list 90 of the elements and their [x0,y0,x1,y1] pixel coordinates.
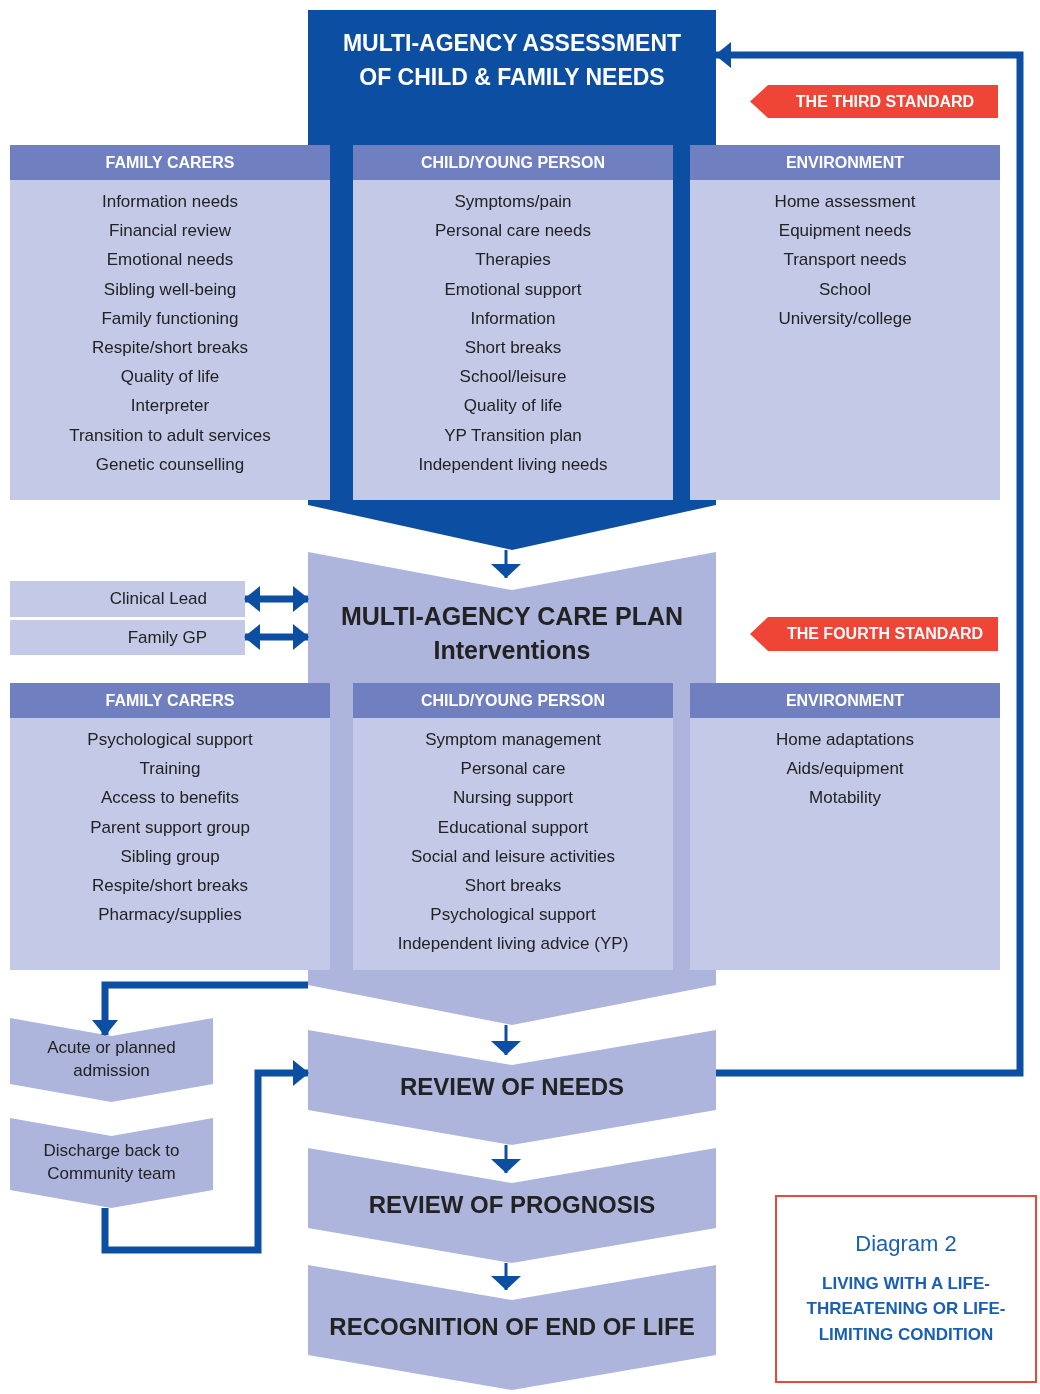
list-item: Sibling group [120,845,220,868]
down-arrow [491,550,521,578]
list-item: Sibling well-being [103,278,237,301]
chevron-block [308,1148,716,1263]
down-arrow [491,1263,521,1290]
caption-box [775,1195,1037,1383]
block-label: MULTI-AGENCY CARE PLAN [339,601,685,632]
connector-arrow [92,981,308,1036]
list-item: University/college [778,307,912,330]
block-label: REVIEW OF PROGNOSIS [367,1190,657,1221]
block-label: RECOGNITION OF END OF LIFE [328,1312,696,1343]
list-item: Short breaks [464,875,562,897]
list-item: Access to benefits [101,787,239,810]
list-item: Financial review [109,220,231,243]
down-arrow [491,1145,521,1173]
list-item: Interpreter [130,395,210,418]
list-item: Symptom management [425,729,601,751]
standard-tag [750,617,998,651]
role-box [10,581,245,617]
category-panel [690,683,1000,970]
list-item: Family functioning [101,307,239,330]
list-item: Respite/short breaks [92,875,248,897]
tag-label: THE FOURTH STANDARD [785,624,985,644]
list-item: Home adaptations [776,729,914,751]
list-item: Transport needs [783,249,907,272]
diagram-subtitle: LIVING WITH A LIFE-THREATENING OR LIFE-LIMITING CONDITION [806,1272,1006,1346]
list-item: Parent support group [90,816,250,839]
connector-arrow [101,1060,309,1254]
list-item: Therapies [475,249,551,272]
chevron-block [10,1118,213,1208]
block-label: Discharge back to Community team [42,1140,181,1185]
list-item: Nursing support [453,787,573,810]
category-panel [690,145,1000,500]
panel-header: CHILD/YOUNG PERSON [353,683,673,718]
chevron-block [10,1018,213,1102]
list-item: Respite/short breaks [92,337,248,359]
list-item: Independent living advice (YP) [397,933,629,956]
category-panel [353,145,673,500]
role-box [10,620,245,655]
list-item: Motability [809,787,881,810]
chevron-block [308,1265,716,1390]
category-panel [10,683,330,970]
list-item: Psychological support [87,729,253,751]
list-item: Personal care needs [435,220,591,243]
list-item: Short breaks [464,337,562,359]
list-item: School/leisure [459,366,567,389]
panel-header: ENVIRONMENT [690,683,1000,718]
block-label: REVIEW OF NEEDS [399,1072,625,1103]
category-panel [10,145,330,500]
list-item: Personal care [460,758,566,781]
assessment-block [308,10,716,550]
block-heading: MULTI-AGENCY ASSESSMENT OF CHILD & FAMILY NEEDS [341,29,683,92]
list-item: YP Transition plan [444,424,582,447]
list-item: Educational support [437,816,589,839]
list-item: Home assessment [774,191,916,213]
list-item: Independent living needs [418,453,608,476]
panel-header: ENVIRONMENT [690,145,1000,180]
list-item: Emotional needs [106,249,234,272]
role-label: Clinical Lead [109,589,207,609]
list-item: Quality of life [463,395,563,418]
block-label: Acute or planned admission [46,1037,177,1082]
role-label: Family GP [127,627,207,648]
chevron-block [308,1030,716,1145]
list-item: Emotional support [444,278,582,301]
list-item: Symptoms/pain [454,191,572,213]
panel-header: CHILD/YOUNG PERSON [353,145,673,180]
list-item: Equipment needs [778,220,912,243]
list-item: Genetic counselling [95,453,245,476]
list-item: Quality of life [120,366,220,389]
connector-arrow [244,624,309,650]
list-item: Information [470,307,556,330]
list-item: Information needs [101,191,239,213]
connector-arrow [244,586,309,612]
list-item: Pharmacy/supplies [98,904,242,927]
block-label: Interventions [432,634,592,666]
connector-arrow [715,42,1024,1077]
list-item: School [819,278,871,301]
list-item: Training [139,758,201,781]
tag-label: THE THIRD STANDARD [794,91,976,112]
list-item: Transition to adult services [69,424,271,447]
list-item: Social and leisure activities [410,845,616,868]
diagram-number: Diagram 2 [855,1230,957,1257]
down-arrow [491,1025,521,1055]
category-panel [353,683,673,970]
standard-tag [750,85,998,118]
panel-header: FAMILY CARERS [10,145,330,180]
panel-header: FAMILY CARERS [10,683,330,718]
list-item: Psychological support [430,904,596,927]
list-item: Aids/equipment [786,758,904,781]
chevron-block [308,552,716,1025]
